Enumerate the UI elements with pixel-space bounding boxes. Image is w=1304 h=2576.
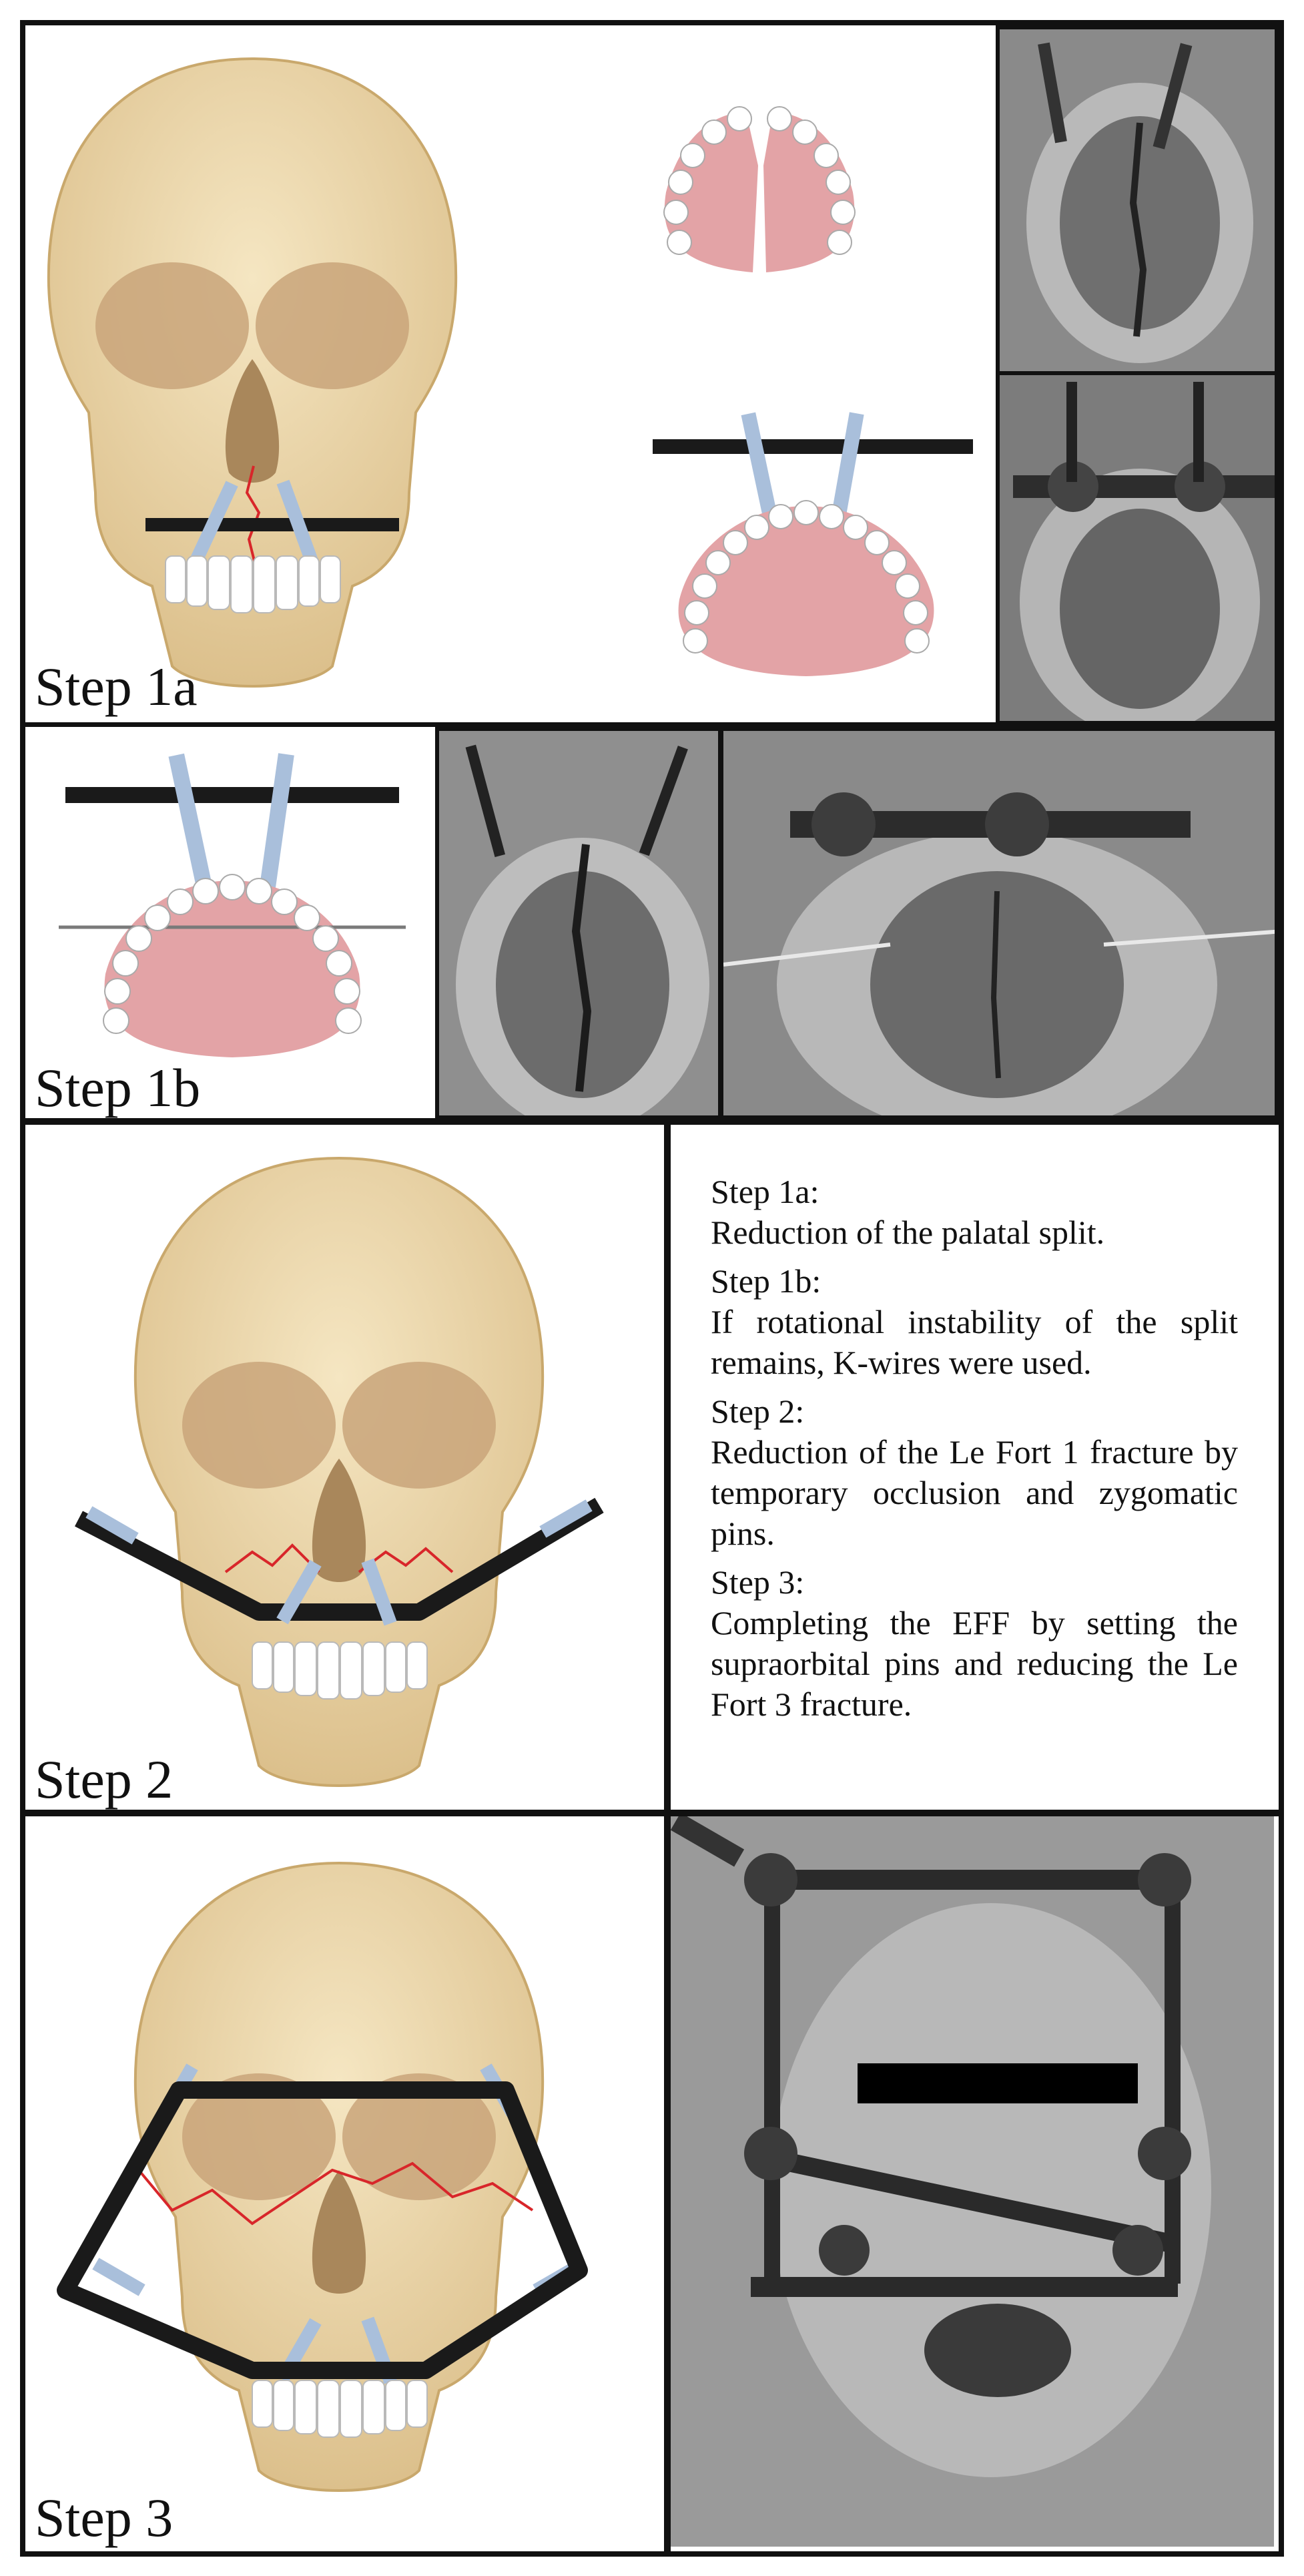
caption-body-step-1b: If rotational instability of the split r… bbox=[711, 1303, 1238, 1381]
panel-step-2: Step 2 bbox=[25, 1120, 669, 1814]
pin-left bbox=[186, 481, 238, 571]
caption-heading-step-2: Step 2: bbox=[711, 1392, 805, 1430]
caption-text: Step 1a: Reduction of the palatal split.… bbox=[711, 1172, 1238, 1725]
palate-1b bbox=[104, 880, 360, 1057]
right-orbit bbox=[256, 262, 409, 389]
le-fort-1-fracture-line bbox=[224, 1543, 454, 1573]
left-orbit-2 bbox=[182, 1362, 336, 1489]
skull-illustration-step-1a bbox=[47, 57, 458, 688]
fixator-frame-step-2 bbox=[75, 1497, 604, 1621]
upper-teeth-2 bbox=[252, 1641, 428, 1700]
alveolar-pin-left bbox=[276, 1559, 322, 1625]
caption-body-step-3: Completing the EFF by setting the suprao… bbox=[711, 1604, 1238, 1723]
panel-label-step-2: Step 2 bbox=[35, 1749, 174, 1810]
eye-censor-bar bbox=[858, 2063, 1138, 2103]
palate-illustration-split bbox=[663, 106, 856, 272]
zygomatic-pin-right bbox=[539, 1499, 593, 1538]
photo-k-wires-fixator bbox=[719, 727, 1279, 1118]
alveolar-pin-right bbox=[361, 1558, 397, 1626]
photo-palatal-reduced bbox=[996, 371, 1279, 725]
panel-label-step-3: Step 3 bbox=[35, 2487, 174, 2548]
figure-frame: Step 1a Step 1b bbox=[20, 20, 1284, 2557]
panel-step-1a: Step 1a bbox=[25, 25, 1279, 725]
caption-body-step-1a: Reduction of the palatal split. bbox=[711, 1214, 1105, 1251]
zygomatic-pin-left bbox=[85, 1506, 139, 1545]
split-arch-teeth bbox=[663, 106, 856, 255]
reduced-arch-teeth bbox=[683, 500, 930, 654]
pin-right bbox=[276, 479, 322, 573]
caption-heading-step-1a: Step 1a: bbox=[711, 1173, 820, 1210]
skull-illustration-step-3 bbox=[57, 1861, 588, 2492]
photo-palatal-split bbox=[996, 25, 1279, 375]
panel-caption: Step 1a: Reduction of the palatal split.… bbox=[666, 1120, 1279, 1814]
reduced-palate bbox=[678, 506, 934, 676]
arch-teeth-1b bbox=[103, 874, 362, 1034]
panel-label-step-1b: Step 1b bbox=[35, 1057, 201, 1118]
pin-left-reduced bbox=[741, 412, 779, 527]
caption-heading-step-3: Step 3: bbox=[711, 1563, 805, 1601]
reduction-bar bbox=[653, 439, 973, 454]
pin-right-1b bbox=[260, 753, 294, 888]
pin-left-1b bbox=[168, 753, 212, 888]
panel-label-step-1a: Step 1a bbox=[35, 656, 198, 717]
nasal-cavity-3 bbox=[312, 2170, 366, 2294]
k-wire-bar bbox=[65, 787, 399, 803]
nasal-cavity-2 bbox=[312, 1459, 366, 1582]
panel-step-3: Step 3 bbox=[25, 1812, 669, 2551]
palate-illustration-reduced bbox=[653, 412, 973, 676]
zygomatic-pin-left-3 bbox=[92, 2258, 145, 2296]
pin-right-reduced bbox=[830, 412, 864, 527]
left-orbit bbox=[95, 262, 249, 389]
right-orbit-2 bbox=[342, 1362, 496, 1489]
palatal-fracture-line bbox=[245, 465, 261, 567]
panel-photo-eff bbox=[666, 1812, 1279, 2551]
caption-heading-step-1b: Step 1b: bbox=[711, 1262, 822, 1300]
panel-step-1b: Step 1b bbox=[25, 722, 1279, 1123]
upper-teeth-3 bbox=[252, 2380, 428, 2438]
fixator-frame-step-3 bbox=[57, 2081, 588, 2379]
skull-illustration-step-2 bbox=[75, 1156, 604, 1787]
photo-complete-eff bbox=[671, 1816, 1274, 2547]
le-fort-3-fracture-line bbox=[137, 2161, 534, 2226]
external-fixator-bar bbox=[145, 518, 399, 531]
caption-body-step-2: Reduction of the Le Fort 1 fracture by t… bbox=[711, 1433, 1238, 1552]
palate-illustration-k-wire bbox=[59, 753, 406, 1057]
nasal-cavity bbox=[225, 359, 280, 483]
upper-teeth bbox=[165, 555, 341, 613]
right-orbit-3 bbox=[342, 2073, 496, 2200]
photo-split-unstable bbox=[435, 727, 722, 1118]
left-orbit-3 bbox=[182, 2073, 336, 2200]
